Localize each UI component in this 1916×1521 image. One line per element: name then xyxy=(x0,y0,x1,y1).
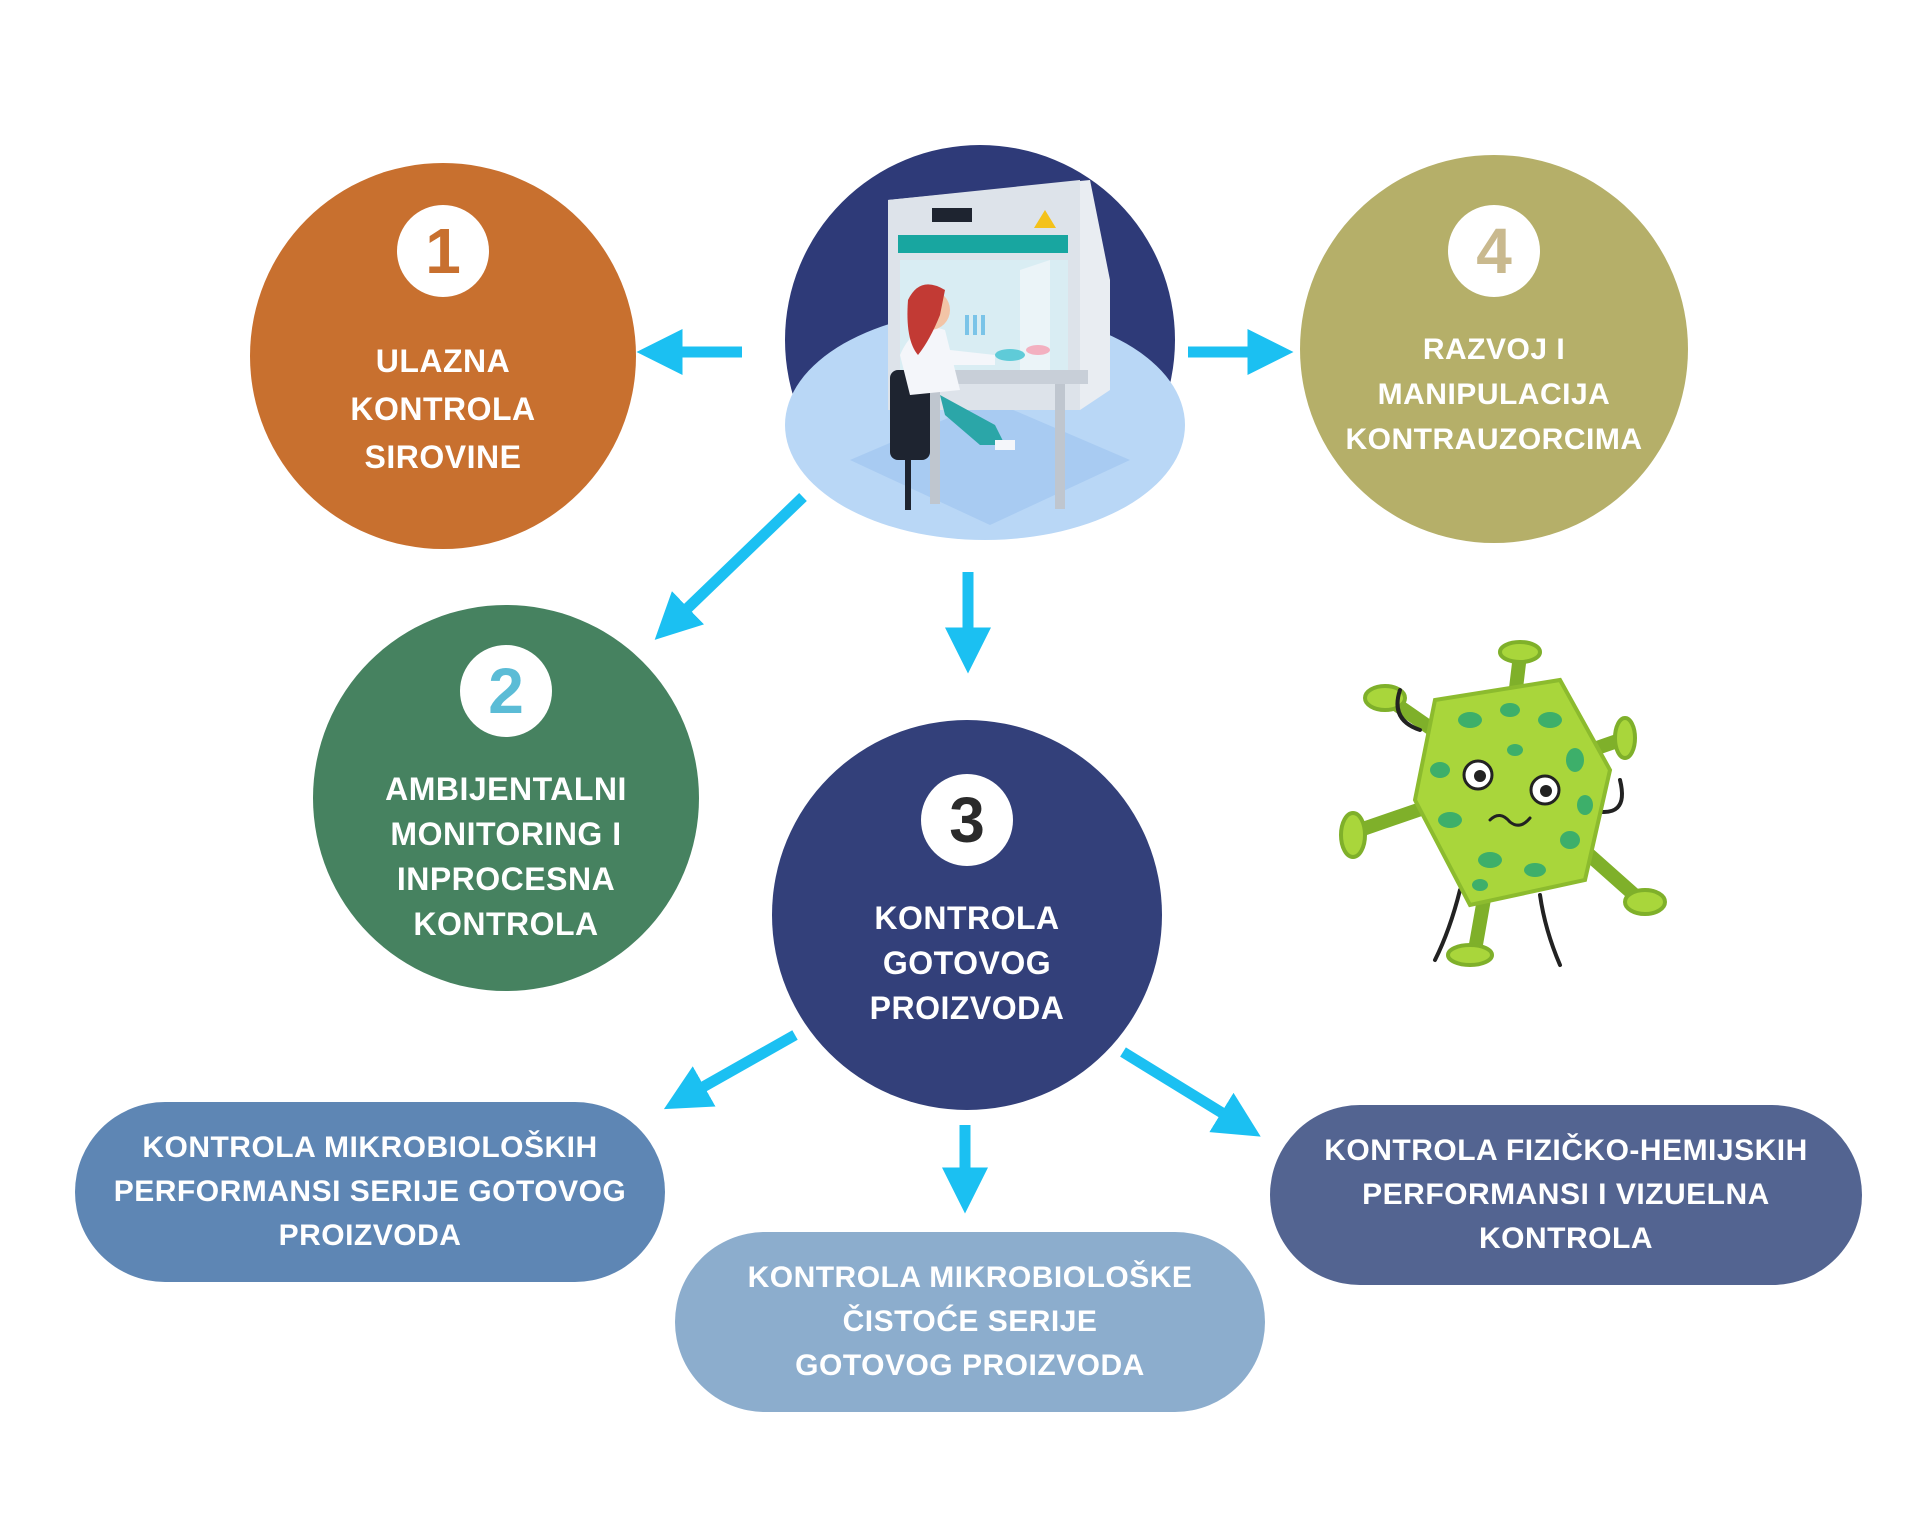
step-label: ULAZNA KONTROLA SIROVINE xyxy=(350,343,536,475)
step-number-badge: 2 xyxy=(460,645,552,737)
step-number-badge: 1 xyxy=(397,205,489,297)
arrow-to-sub-right xyxy=(1120,1047,1261,1137)
arrow-to-step2 xyxy=(654,493,807,640)
sub-control-right: KONTROLA FIZIČKO-HEMIJSKIH PERFORMANSI I… xyxy=(1270,1105,1862,1285)
step-number-badge: 4 xyxy=(1448,205,1540,297)
lab-scientist-biosafety-cabinet-icon xyxy=(785,145,1185,540)
step1-circle: 1 ULAZNA KONTROLA SIROVINE xyxy=(250,163,636,549)
sub-control-left: KONTROLA MIKROBIOLOŠKIH PERFORMANSI SERI… xyxy=(75,1102,665,1282)
step-label: KONTROLA GOTOVOG PROIZVODA xyxy=(869,900,1065,1026)
step-number-badge: 3 xyxy=(921,774,1013,866)
sub-control-center: KONTROLA MIKROBIOLOŠKE ČISTOĆE SERIJE GO… xyxy=(675,1232,1265,1412)
step4-circle: 4 RAZVOJ I MANIPULACIJA KONTRAUZORCIMA xyxy=(1300,155,1688,543)
step-label: AMBIJENTALNI MONITORING I INPROCESNA KON… xyxy=(385,771,627,942)
step3-circle: 3 KONTROLA GOTOVOG PROIZVODA xyxy=(772,720,1162,1110)
step-label: RAZVOJ I MANIPULACIJA KONTRAUZORCIMA xyxy=(1345,333,1643,456)
arrow-to-sub-left xyxy=(663,1030,798,1110)
virus-cartoon-icon xyxy=(1339,640,1667,967)
step2-circle: 2 AMBIJENTALNI MONITORING I INPROCESNA K… xyxy=(313,605,699,991)
